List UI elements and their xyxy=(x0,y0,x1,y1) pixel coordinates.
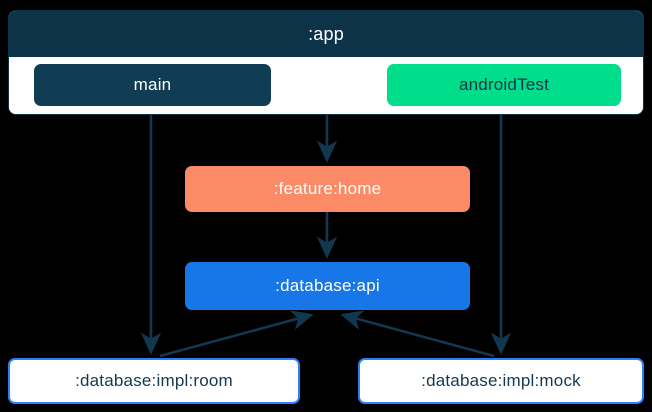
node-database-impl-mock[interactable]: :database:impl:mock xyxy=(358,358,644,404)
cluster-app-title: :app xyxy=(9,11,643,57)
node-database-api[interactable]: :database:api xyxy=(185,262,470,310)
node-main[interactable]: main xyxy=(34,64,271,106)
cluster-app-body: main androidTest xyxy=(9,57,643,114)
node-database-impl-room[interactable]: :database:impl:room xyxy=(8,358,300,404)
node-android-test[interactable]: androidTest xyxy=(387,64,621,106)
edge-database-impl-room-to-database-api xyxy=(159,310,314,358)
edge-database-impl-mock-to-database-api xyxy=(340,310,495,358)
cluster-app[interactable]: :app main androidTest xyxy=(8,10,644,115)
node-feature-home[interactable]: :feature:home xyxy=(185,166,470,212)
